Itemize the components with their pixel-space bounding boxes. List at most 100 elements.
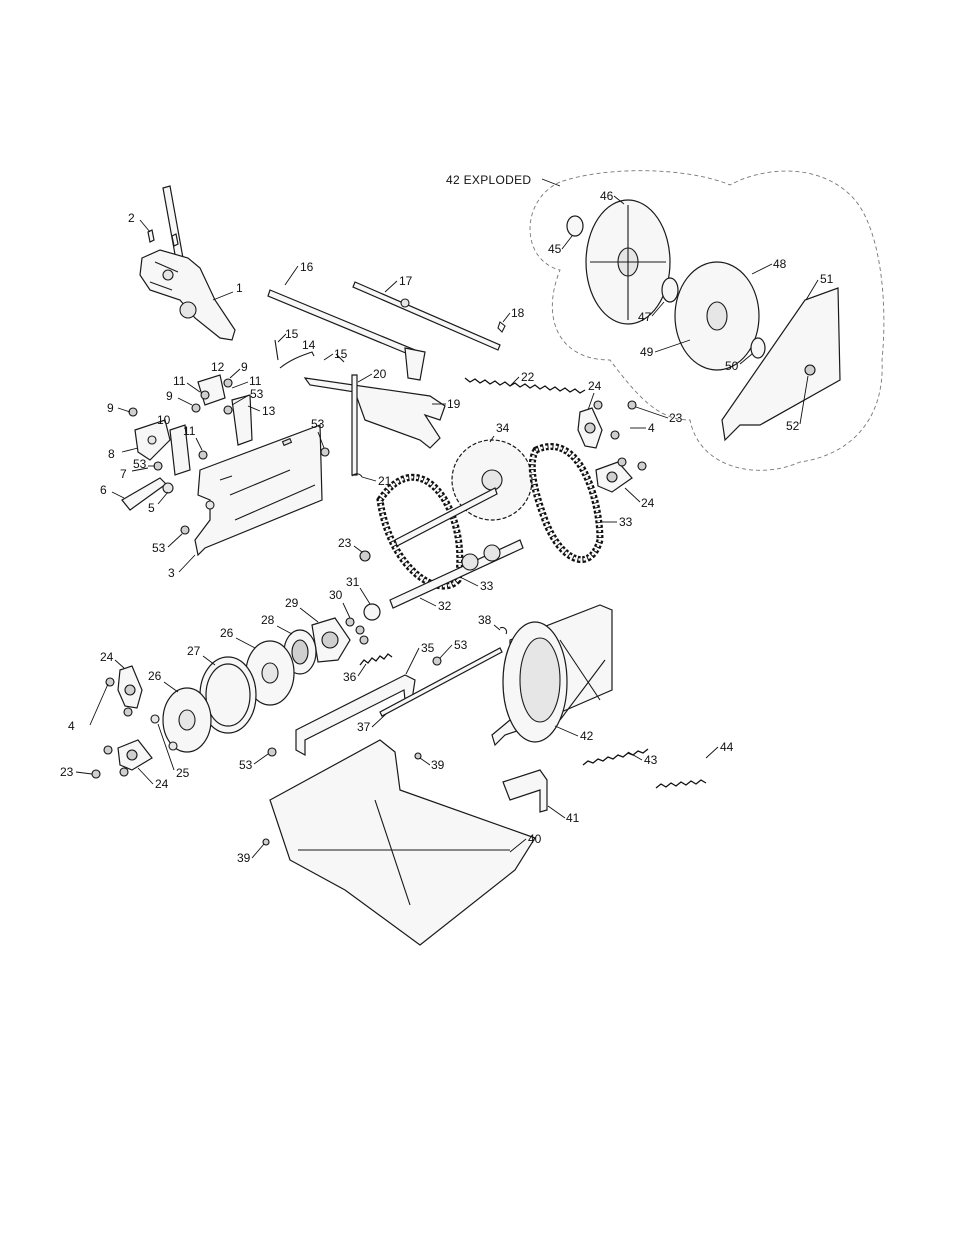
callout-14: 14	[302, 338, 316, 352]
callout-21: 21	[378, 474, 392, 488]
callout-43: 43	[644, 753, 658, 767]
callout-38: 38	[478, 613, 492, 627]
part-42-pulley-assembly	[492, 605, 612, 745]
part-24-bearing-flange-lower	[596, 462, 632, 492]
part-24-bearing-flange-left-lower	[118, 740, 152, 770]
callout-1: 1	[236, 281, 243, 295]
callout-24-c: 24	[100, 650, 114, 664]
part-12-plate	[198, 375, 225, 405]
callout-48: 48	[773, 257, 787, 271]
callout-32: 32	[438, 599, 452, 613]
part-6-lever-arm	[122, 478, 166, 510]
callout-4-right: 4	[648, 421, 655, 435]
callout-27: 27	[187, 644, 201, 658]
part-48-pulley-half	[675, 262, 759, 370]
part-36-spring	[360, 654, 392, 665]
callout-53-d: 53	[152, 541, 166, 555]
part-20-pin	[352, 375, 357, 475]
part-46-pulley-half	[586, 200, 670, 324]
callout-49: 49	[640, 345, 654, 359]
callout-25: 25	[176, 766, 190, 780]
callout-52: 52	[786, 419, 800, 433]
callout-9-b: 9	[166, 389, 173, 403]
part-4-bolts-right	[594, 401, 646, 470]
callout-53-e: 53	[454, 638, 468, 652]
callout-53-a: 53	[133, 457, 147, 471]
callout-11-c: 11	[183, 424, 196, 438]
callout-18: 18	[511, 306, 525, 320]
callout-23-b: 23	[669, 411, 683, 425]
part-13-bracket	[232, 395, 252, 445]
callout-23-c: 23	[60, 765, 74, 779]
callout-41: 41	[566, 811, 580, 825]
part-45-bushing	[567, 216, 583, 236]
bolt-53-e	[433, 657, 441, 665]
callout-4-left: 4	[68, 719, 75, 733]
callout-19: 19	[447, 397, 461, 411]
part-33-chain-right	[532, 446, 600, 559]
part-26-plate-lower	[163, 688, 211, 752]
callout-9-a: 9	[107, 401, 114, 415]
part-24-bearing-flange-upper	[578, 408, 602, 448]
part-41-bracket	[503, 770, 547, 812]
callout-6: 6	[100, 483, 107, 497]
part-43-spring	[583, 749, 648, 765]
part-44-spring	[656, 780, 706, 788]
callout-20: 20	[373, 367, 387, 381]
callout-24-d: 24	[155, 777, 169, 791]
callout-46: 46	[600, 189, 614, 203]
callout-17: 17	[399, 274, 413, 288]
callout-53-b: 53	[250, 387, 264, 401]
callout-36: 36	[343, 670, 357, 684]
part-38-clip	[500, 627, 507, 634]
part-35-bracket	[296, 675, 415, 755]
callout-8: 8	[108, 447, 115, 461]
callout-40: 40	[528, 832, 542, 846]
callout-39-b: 39	[237, 851, 251, 865]
part-40-belt-cover	[270, 740, 535, 945]
part-47-bearing	[662, 278, 678, 302]
part-19-bracket	[305, 378, 445, 448]
callout-30: 30	[329, 588, 343, 602]
part-1-shift-lever	[140, 186, 235, 340]
part-31-ring	[364, 604, 380, 620]
callout-12: 12	[211, 360, 225, 374]
callout-53-c: 53	[311, 417, 325, 431]
callout-11-b: 11	[249, 374, 262, 388]
part-3-mounting-plate	[195, 425, 322, 555]
callout-53-f: 53	[239, 758, 253, 772]
exploded-label: 42 EXPLODED	[446, 173, 531, 187]
part-24-bearing-flange-left-upper	[118, 666, 142, 708]
callout-31: 31	[346, 575, 360, 589]
callout-29: 29	[285, 596, 299, 610]
callout-24-b: 24	[641, 496, 655, 510]
callout-44: 44	[720, 740, 734, 754]
callout-33-b: 33	[619, 515, 633, 529]
part-50-bearing	[751, 338, 765, 358]
callout-50: 50	[725, 359, 739, 373]
callout-47: 47	[638, 310, 652, 324]
part-23-nut-center	[360, 551, 370, 561]
callout-15-b: 15	[334, 347, 348, 361]
callout-26-b: 26	[148, 669, 162, 683]
callout-10: 10	[157, 413, 171, 427]
callout-34: 34	[496, 421, 510, 435]
callout-3: 3	[168, 566, 175, 580]
callout-5: 5	[148, 501, 155, 515]
callout-35: 35	[421, 641, 435, 655]
callout-22: 22	[521, 370, 535, 384]
callout-51: 51	[820, 272, 834, 286]
callout-45: 45	[548, 242, 562, 256]
bolt-53-f	[268, 748, 276, 756]
callout-2: 2	[128, 211, 135, 225]
callout-11-a: 11	[173, 374, 186, 388]
part-29-flange	[312, 618, 350, 662]
callout-7: 7	[120, 467, 127, 481]
callout-26-a: 26	[220, 626, 234, 640]
callout-39-a: 39	[431, 758, 445, 772]
callout-13: 13	[262, 404, 276, 418]
callout-16: 16	[300, 260, 314, 274]
part-18-clip	[498, 322, 505, 332]
callout-42: 42	[580, 729, 594, 743]
